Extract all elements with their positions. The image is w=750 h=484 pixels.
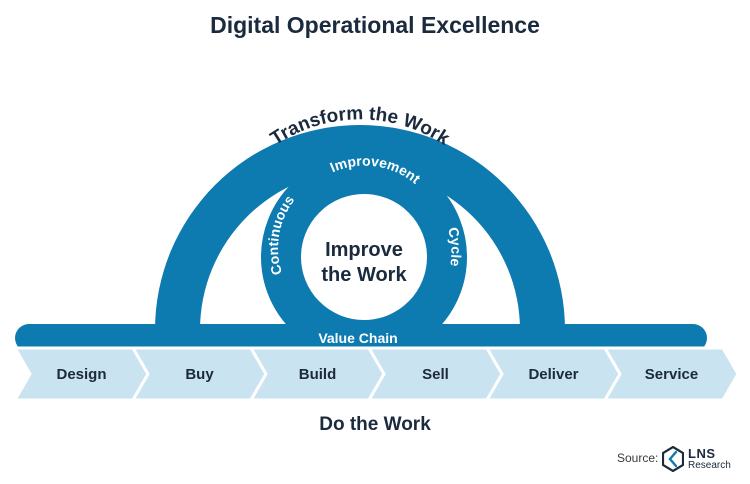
value-chain-bar xyxy=(15,324,707,352)
value-chain-step-label: Build xyxy=(299,366,337,383)
center-label-line1: Improve xyxy=(325,239,403,261)
inner-ring-label-right: Cycle xyxy=(445,226,464,268)
center-label-line2: the Work xyxy=(321,264,407,286)
value-chain-step-label: Sell xyxy=(422,366,449,383)
value-chain-steps: Design Buy Build Sell Deliver Service xyxy=(12,346,740,402)
value-chain-step-label: Deliver xyxy=(528,366,578,383)
outer-arch xyxy=(155,125,565,330)
source-label: Source: xyxy=(617,451,659,465)
value-chain-step-label: Service xyxy=(645,366,698,383)
logo-brand-name: LNS xyxy=(688,446,716,461)
page-title: Digital Operational Excellence xyxy=(210,12,540,38)
value-chain-label: Value Chain xyxy=(318,330,397,346)
logo-brand-subtitle: Research xyxy=(688,460,731,471)
bottom-label: Do the Work xyxy=(319,414,431,435)
value-chain-step-label: Buy xyxy=(185,366,214,383)
value-chain-step-service xyxy=(602,346,740,402)
lns-logo-icon xyxy=(662,446,684,472)
value-chain-step-label: Design xyxy=(56,366,106,383)
